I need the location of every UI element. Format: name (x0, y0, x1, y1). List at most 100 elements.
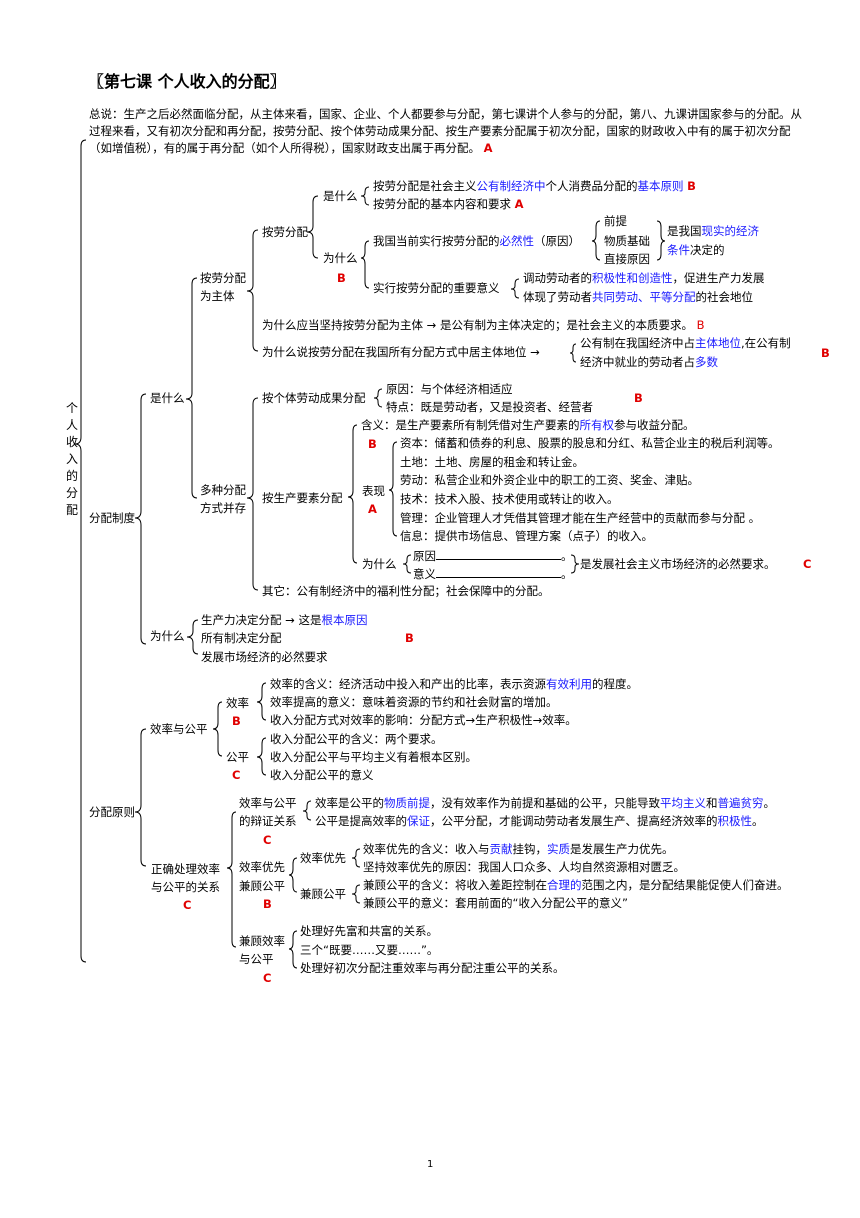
node-geti: 按个体劳动成果分配 (262, 391, 366, 405)
qiantí-right-brace (656, 220, 666, 261)
text-gp-1: 收入分配公平的含义：两个要求。 (270, 732, 443, 746)
text-gp-3: 收入分配公平的意义 (270, 768, 374, 782)
level-marker: B (687, 179, 696, 193)
text-b1: 我国当前实行按劳分配的必然性（原因） (373, 234, 580, 248)
text-why-zhuti: 为什么应当坚持按劳分配为主体 → 是公有制为主体决定的；是社会主义的本质要求。 … (262, 318, 705, 332)
node-duozhong-2: 方式并存 (200, 501, 246, 515)
node-jg-gongping: 兼顾公平 (300, 887, 346, 901)
anlao-brace (306, 195, 319, 259)
text-geti-2: 特点：既是劳动者，又是投资者、经营者 (386, 400, 593, 414)
text-jx-2: 三个“既要……又要……”。 (300, 943, 439, 957)
level-marker: B (634, 391, 643, 405)
level-marker: C (263, 971, 272, 985)
intro-paragraph: 总说：生产之后必然面临分配，从主体来看，国家、企业、个人都要参与分配，第七课讲个… (89, 107, 802, 155)
level-marker: B (263, 897, 272, 911)
text-xl-1: 效率的含义：经济活动中投入和产出的比率，表示资源有效利用的程度。 (270, 677, 638, 691)
text-b1-right-1: 是我国现实的经济 (667, 224, 759, 238)
node-xiaolv-gongping: 效率与公平 (150, 722, 208, 736)
yiyi-brace (510, 278, 520, 299)
node-jiangu-2: 与公平 (239, 952, 274, 966)
text-why-3: 发展市场经济的必然要求 (201, 650, 328, 664)
text-why-1: 生产力决定分配 → 这是根本原因 (201, 613, 368, 627)
anlao-shi-brace (360, 186, 370, 206)
xiaolv-brace (256, 682, 267, 721)
gongping-brace (256, 737, 267, 776)
level-marker: B (405, 631, 414, 645)
level-marker: B (821, 346, 830, 360)
bianzheng-brace (302, 800, 312, 821)
text-why-zhudi: 为什么说按劳分配在我国所有分配方式中居主体地位 → (262, 345, 540, 359)
text-geti-1: 原因：与个体经济相适应 (386, 382, 513, 396)
node-zhengque-1: 正确处理效率 (151, 862, 220, 876)
text-b2: 实行按劳分配的重要意义 (373, 281, 500, 295)
node-jiangu-1: 兼顾效率 (239, 934, 285, 948)
node-fenpei-zhidu: 分配制度 (89, 511, 135, 525)
text-xinxi: 信息：提供市场信息、管理方案（点子）的收入。 (400, 529, 653, 543)
page-number: 1 (427, 1159, 434, 1170)
level-marker: A (514, 197, 524, 211)
text-yx-2: 坚持效率优先的原因：我国人口众多、人均自然资源相对匮乏。 (363, 860, 685, 874)
text-xl-3: 收入分配方式对效率的影响：分配方式→生产积极性→效率。 (270, 713, 577, 727)
node-anlao-zhuti-1: 按劳分配 (200, 271, 246, 285)
node-shi-shenme: 是什么 (150, 391, 185, 405)
text-b2-1: 调动劳动者的积极性和创造性，促进生产力发展 (523, 271, 765, 285)
youxian-brace (288, 857, 298, 893)
lesson-title: 〖第七课 个人收入的分配〗 (88, 72, 286, 91)
jiangu-brace (288, 930, 298, 969)
level-marker: B (368, 437, 377, 451)
jg-gongping-brace (351, 884, 361, 904)
text-wei-result: 是发展社会主义市场经济的必然要求。 (580, 557, 776, 571)
node-yaosu: 按生产要素分配 (262, 491, 343, 505)
level-marker: C (232, 768, 241, 782)
node-xiaolv: 效率 (226, 696, 249, 710)
text-bz-2: 公平是提高效率的保证，公平分配，才能调动劳动者发展生产、提高经济效率的积极性。 (315, 814, 764, 828)
text-jx-3: 处理好初次分配注重效率与再分配注重公平的关系。 (300, 961, 565, 975)
node-duozhong-1: 多种分配 (200, 483, 246, 497)
node-yaosu-wei: 为什么 (362, 557, 397, 571)
fill-blank[interactable] (436, 566, 561, 578)
node-xl-youxian: 效率优先 (300, 851, 346, 865)
fill-blank[interactable] (436, 548, 561, 560)
node-wuzhi: 物质基础 (604, 234, 650, 248)
fill-yiyi: 意义。 (413, 566, 573, 581)
qiantí-brace (591, 220, 601, 261)
level-marker: B (232, 714, 241, 728)
text-jx-1: 处理好先富和共富的关系。 (300, 924, 438, 938)
zhengque-brace (226, 811, 237, 948)
text-qita: 其它：公有制经济中的福利性分配；社会保障中的分配。 (262, 584, 550, 598)
node-youxian-1: 效率优先 (239, 860, 285, 874)
anlao-wei-brace (360, 240, 370, 289)
text-ziben: 资本：储蓄和债券的利息、股票的股息和分红、私营企业主的税后利润等。 (400, 436, 780, 450)
level-marker: A (368, 502, 377, 516)
text-a1: 按劳分配是社会主义公有制经济中个人消费品分配的基本原则 B (373, 179, 696, 193)
level-marker: B (337, 271, 346, 285)
biaoxian-brace (388, 441, 398, 537)
node-biaoxian: 表现 (362, 484, 385, 498)
duozhong-brace (246, 397, 259, 591)
node-fenpei-yuanze: 分配原则 (89, 805, 135, 819)
level-marker: C (803, 557, 812, 571)
level-marker: C (183, 898, 192, 912)
text-yx-1: 效率优先的含义：收入与贡献挂钩，实质是发展生产力优先。 (363, 842, 674, 856)
text-guanli: 管理：企业管理人才凭借其管理才能在生产经营中的贡献而参与分配 。 (400, 511, 761, 525)
node-anlao-zhuti-2: 为主体 (200, 289, 235, 303)
level-marker: A (483, 141, 493, 155)
text-jg-2: 兼顾公平的意义：套用前面的“收入分配公平的意义” (363, 896, 628, 910)
text-jishu: 技术：技术入股、技术使用或转让的收入。 (400, 492, 619, 506)
node-anlao-wei: 为什么 (323, 251, 358, 265)
geti-brace (373, 388, 383, 408)
text-bz-1: 效率是公平的物质前提，没有效率作为前提和基础的公平，只能导致平均主义和普遍贫穷。 (315, 796, 775, 810)
zhidu-brace (134, 393, 147, 645)
root-brace (74, 139, 87, 963)
text-why-2: 所有制决定分配 (201, 631, 282, 645)
node-anlao: 按劳分配 (262, 225, 308, 239)
text-b1-right-2: 条件决定的 (667, 243, 725, 257)
anlao-zhuti-brace (246, 229, 259, 352)
zhudi-brace (569, 343, 577, 363)
why-brace (186, 619, 199, 655)
node-zhijie: 直接原因 (604, 252, 650, 266)
text-tudi: 土地：土地、房屋的租金和转让金。 (400, 455, 584, 469)
yuanze-brace (134, 728, 147, 867)
